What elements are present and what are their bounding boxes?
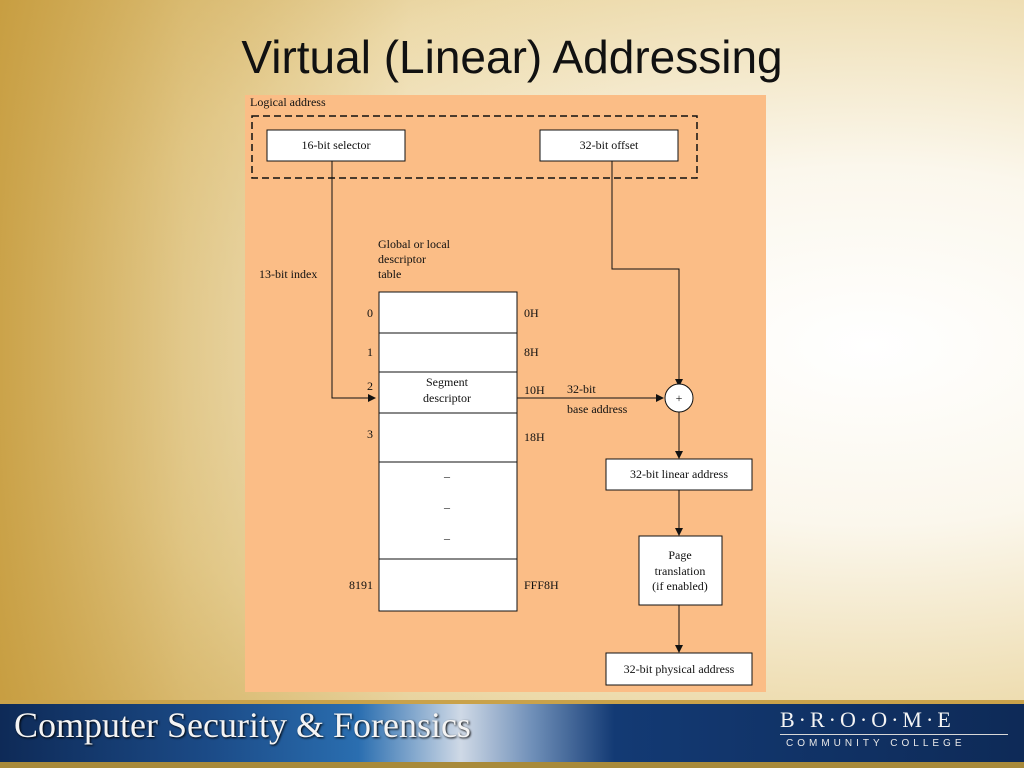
segment-descriptor-line2: descriptor — [423, 391, 471, 405]
page-translation-line2: translation — [655, 564, 706, 578]
index-label: 13-bit index — [259, 267, 317, 281]
ellipsis-dash: – — [443, 469, 451, 483]
base-label-line1: 32-bit — [567, 382, 596, 396]
row-address: 8H — [524, 345, 539, 359]
logo-divider — [780, 734, 1008, 735]
page-translation-box — [638, 535, 723, 606]
physical-address-label: 32-bit physical address — [624, 662, 735, 676]
offset-box — [539, 129, 679, 162]
adder-symbol: + — [676, 391, 683, 405]
row-address: 18H — [524, 430, 545, 444]
college-logo-name: B·R·O·O·M·E — [780, 707, 955, 732]
ellipsis-dash: – — [443, 531, 451, 545]
row-address: 10H — [524, 383, 545, 397]
table-caption-line1: Global or local — [378, 237, 451, 251]
logical-address-label: Logical address — [250, 95, 326, 109]
footer-bottom-stripe — [0, 762, 1024, 768]
physical-address-box — [605, 652, 753, 686]
table-caption-line3: table — [378, 267, 401, 281]
index-arrow — [331, 161, 376, 402]
segment-descriptor-line1: Segment — [426, 375, 469, 389]
college-logo-subtitle: COMMUNITY COLLEGE — [786, 738, 966, 749]
ellipsis-dash: – — [443, 500, 451, 514]
diagram-canvas: Logical address 16-bit selector 32-bit o… — [250, 95, 753, 686]
row-index: 8191 — [349, 578, 373, 592]
base-label-line2: base address — [567, 402, 628, 416]
logical-address-group — [251, 115, 698, 179]
row-index: 1 — [367, 345, 373, 359]
row-address: FFF8H — [524, 578, 559, 592]
table-caption-line2: descriptor — [378, 252, 426, 266]
footer-top-stripe — [0, 700, 1024, 704]
footer-banner — [0, 700, 1024, 768]
linear-address-label: 32-bit linear address — [630, 467, 728, 481]
slide-title: Virtual (Linear) Addressing — [241, 31, 783, 83]
page-translation-line1: Page — [668, 548, 691, 562]
offset-arrow — [611, 161, 683, 387]
addressing-diagram: Logical address 16-bit selector 32-bit o… — [245, 95, 766, 692]
page-translation-line3: (if enabled) — [652, 579, 708, 593]
row-index: 0 — [367, 306, 373, 320]
linear-address-box — [605, 458, 753, 491]
selector-box — [266, 129, 406, 162]
row-index: 3 — [367, 427, 373, 441]
row-address: 0H — [524, 306, 539, 320]
offset-label: 32-bit offset — [580, 138, 639, 152]
course-name: Computer Security & Forensics — [14, 705, 471, 745]
row-index: 2 — [367, 379, 373, 393]
selector-label: 16-bit selector — [302, 138, 371, 152]
descriptor-table — [378, 291, 518, 612]
